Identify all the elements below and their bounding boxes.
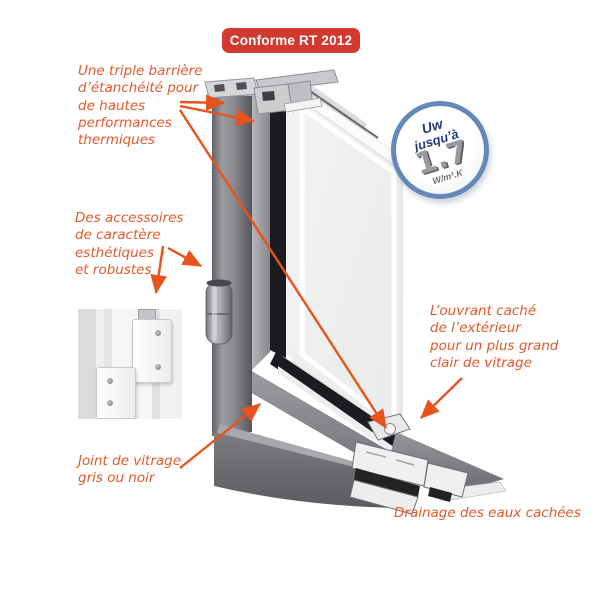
screw-icon [107, 400, 113, 406]
uw-performance-badge: Uw jusqu’à 1.7 W/m².K [391, 101, 489, 199]
arrow-triple-barrier-1 [179, 94, 226, 111]
top-cap-cross-section [204, 69, 339, 115]
note-accessories: Des accessoires de caractère esthétiques… [75, 210, 184, 278]
hinge-photo [78, 309, 182, 419]
screw-icon [155, 330, 161, 336]
note-hidden-sash: L’ouvrant caché de l’extérieur pour un p… [430, 303, 559, 371]
screw-icon [107, 378, 113, 384]
vertical-jamb-profile [212, 90, 252, 436]
note-triple-barrier: Une triple barrière d’étanchéité pour de… [78, 63, 203, 149]
screw-icon [155, 364, 161, 370]
hinge-3d [205, 279, 233, 345]
arrow-accessories-photo [150, 245, 167, 295]
hinge-lower-block [96, 367, 136, 419]
arrow-hidden-sash [420, 377, 463, 419]
arrow-accessories-hinge [167, 246, 203, 268]
arrow-triple-barrier-2 [179, 104, 256, 126]
arrow-glazing-joint [179, 403, 261, 469]
note-drainage: Drainage des eaux cachées [394, 505, 581, 521]
conformity-badge-label: Conforme RT 2012 [229, 33, 353, 48]
conformity-badge: Conforme RT 2012 [222, 28, 360, 53]
arrow-triple-barrier-3 [178, 109, 388, 430]
note-glazing-joint: Joint de vitrage gris ou noir [78, 453, 182, 487]
hinge-upper-block [132, 319, 172, 383]
uw-badge-content: Uw jusqu’à 1.7 W/m².K [405, 111, 475, 189]
glazing-gasket-black [270, 102, 398, 457]
annotation-arrows [150, 94, 463, 469]
